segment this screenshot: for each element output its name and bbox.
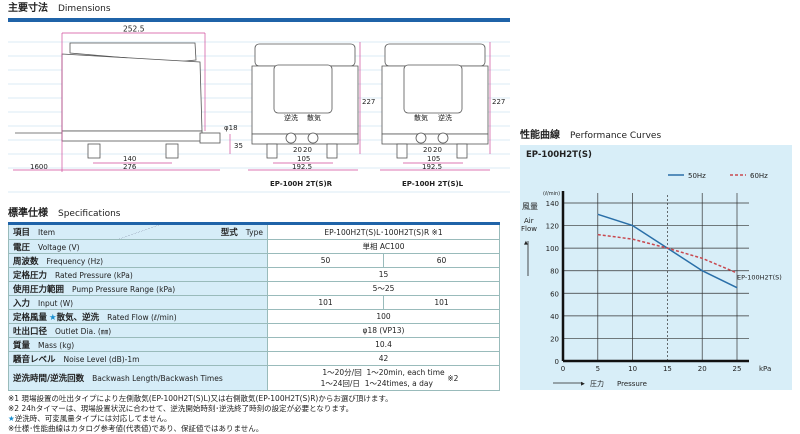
note: ★逆洗時、可変風量タイプには対応してません。 xyxy=(8,414,172,423)
valve-label: 散気 xyxy=(307,113,321,122)
dim-105-label: 105 xyxy=(297,155,310,163)
valve-label: 散気 xyxy=(414,113,428,122)
note: ※仕様･性能曲線はカタログ参考値(代表値)であり、保証値ではありません。 xyxy=(8,424,264,433)
dim-width-label: 252.5 xyxy=(123,25,145,34)
side-view xyxy=(15,42,221,159)
x-label-en: Pressure xyxy=(617,380,647,388)
y-tick-label: 100 xyxy=(546,245,559,253)
chart-title: EP-100H2T(S) xyxy=(526,150,592,160)
x-tick-label: 5 xyxy=(596,365,600,373)
x-tick-label: 10 xyxy=(628,365,637,373)
dim-105-label: 105 xyxy=(427,155,440,163)
legend-label: 50Hz xyxy=(688,172,706,180)
x-tick-label: 15 xyxy=(663,365,672,373)
dim-140-label: 140 xyxy=(123,155,136,163)
x-tick-label: 20 xyxy=(698,365,707,373)
y-label-en: Air xyxy=(524,217,534,225)
valve-label: 逆洗 xyxy=(284,113,298,122)
dim-phi-label: φ18 xyxy=(224,124,238,132)
y-tick-label: 140 xyxy=(546,200,559,208)
dim-20-label: 20 xyxy=(293,146,302,154)
valve-label: 逆洗 xyxy=(438,113,452,122)
dim-1600-label: 1600 xyxy=(30,163,48,171)
chart-svg: 0 20 40 60 80 100 120 140 0 5 10 15 20 25 kPa (ℓ/min) 風量… xyxy=(521,172,782,388)
front-view-l xyxy=(381,43,489,159)
dim-20-label: 20 xyxy=(423,146,432,154)
x-tick-label: 25 xyxy=(733,365,742,373)
dim-height-l: 227 xyxy=(492,98,505,106)
y-tick-label: 120 xyxy=(546,223,559,231)
y-tick-label: 80 xyxy=(550,268,559,276)
front-view-r xyxy=(251,43,359,159)
note: ※1 現場設置の吐出タイプにより左側散気(EP-100H2T(S)L)又は右側散… xyxy=(8,394,393,403)
y-tick-label: 0 xyxy=(555,358,559,366)
x-label-ja: 圧力 xyxy=(590,379,604,388)
y-arrow-head: ▲ xyxy=(524,240,528,246)
dim-20-label: 20 xyxy=(433,146,442,154)
dim-192-label: 192.5 xyxy=(422,163,442,171)
dim-276-label: 276 xyxy=(123,163,137,171)
note: ※2 24hタイマーは、現場設置状況に合わせて、逆洗開始時刻･逆洗終了時刻の設定… xyxy=(8,404,354,413)
dim-35-label: 35 xyxy=(234,142,243,150)
x-unit-label: kPa xyxy=(759,365,771,373)
x-arrow-head: ▶ xyxy=(581,381,585,387)
y-tick-label: 20 xyxy=(550,335,559,343)
dim-20-label: 20 xyxy=(303,146,312,154)
model-l-label: EP-100H 2T(S)L xyxy=(402,180,464,188)
y-unit-label: (ℓ/min) xyxy=(543,191,560,197)
y-tick-label: 40 xyxy=(550,313,559,321)
dim-height-r: 227 xyxy=(362,98,375,106)
legend-label: 60Hz xyxy=(750,172,768,180)
y-label-ja: 風量 xyxy=(522,202,538,211)
dim-192-label: 192.5 xyxy=(292,163,312,171)
spec-notes: ※1 現場設置の吐出タイプにより左側散気(EP-100H2T(S)L)又は右側散… xyxy=(8,394,393,434)
curve-label: EP-100H2T(S) xyxy=(737,274,782,282)
y-tick-label: 60 xyxy=(550,290,559,298)
y-label-en: Flow xyxy=(521,225,537,233)
dimension-drawing: 252.5 140 276 1600 φ18 35 227 227 逆洗 散気 … xyxy=(8,25,510,193)
model-r-label: EP-100H 2T(S)R xyxy=(270,180,333,188)
dimensions-bar xyxy=(8,18,510,22)
x-tick-label: 0 xyxy=(561,365,565,373)
performance-chart: EP-100H2T(S) 0 20 40 60 80 100 120 140 0 5 10 15 20 2… xyxy=(520,145,792,390)
